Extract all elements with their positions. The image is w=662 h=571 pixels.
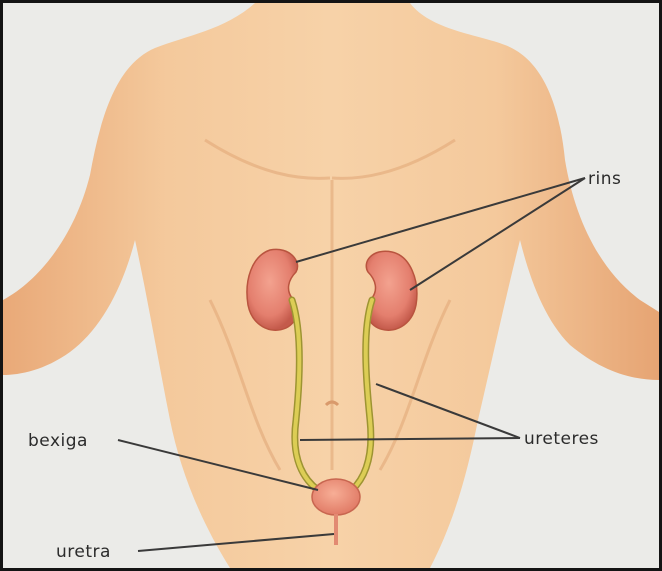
label-rins: rins: [588, 169, 621, 189]
label-uretra: uretra: [56, 542, 111, 562]
label-ureteres: ureteres: [524, 429, 599, 449]
urinary-system-diagram: rins ureteres bexiga uretra: [3, 3, 659, 568]
label-bexiga: bexiga: [28, 431, 88, 451]
bladder: [312, 479, 360, 515]
